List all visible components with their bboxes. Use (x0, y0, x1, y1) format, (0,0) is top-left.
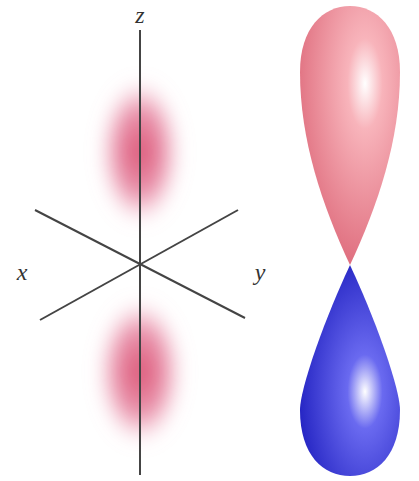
orbital-lobes (300, 6, 400, 476)
axis-label: z (135, 3, 144, 27)
coordinate-axes (35, 30, 245, 475)
axis-label: y (255, 260, 266, 284)
axis-label: x (17, 260, 28, 284)
